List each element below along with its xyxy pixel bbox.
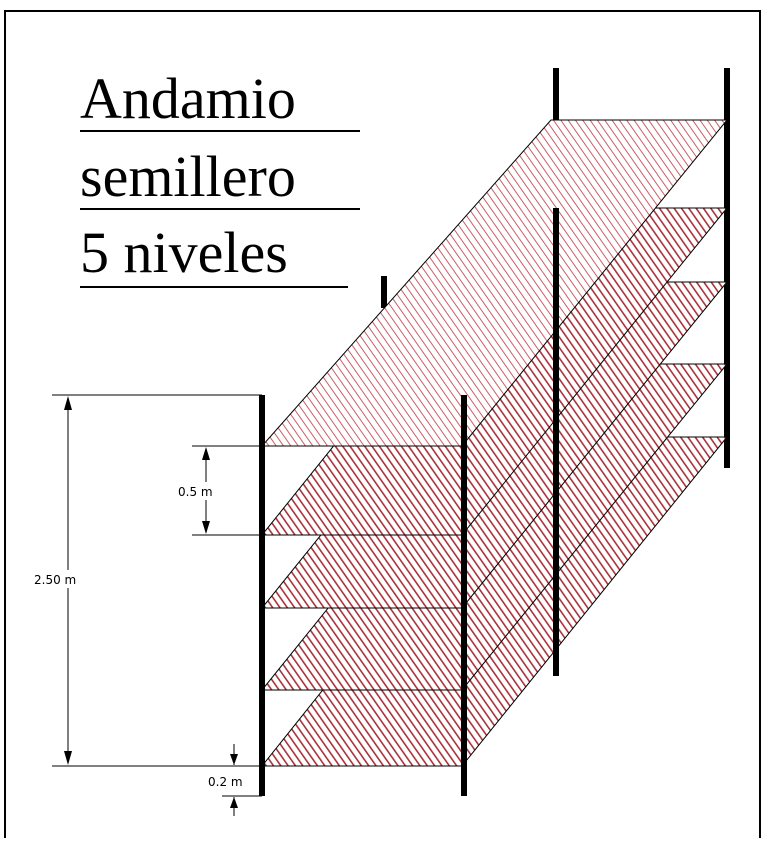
dim-level-arrow-top <box>202 447 210 460</box>
title-line-1: Andamio <box>80 66 296 131</box>
title-line-3: 5 niveles <box>80 220 288 285</box>
dim-base-arrow-down <box>230 754 238 765</box>
title-underline-1 <box>80 130 360 132</box>
dim-level-arrow-bottom <box>202 521 210 534</box>
dim-base-arrow-up <box>230 797 238 808</box>
dim-base-clearance-label: 0.2 m <box>208 775 243 789</box>
dim-total-arrow-top <box>64 396 72 410</box>
dim-level-spacing-label: 0.5 m <box>178 485 213 499</box>
shelf-level-5 <box>260 119 729 447</box>
dim-total-height-label: 2.50 m <box>34 573 76 587</box>
dim-total-arrow-bottom <box>64 751 72 765</box>
drawing-frame <box>4 10 761 838</box>
title-line-2: semillero <box>80 144 296 209</box>
title-underline-2 <box>80 208 360 210</box>
title-underline-3 <box>80 286 348 288</box>
